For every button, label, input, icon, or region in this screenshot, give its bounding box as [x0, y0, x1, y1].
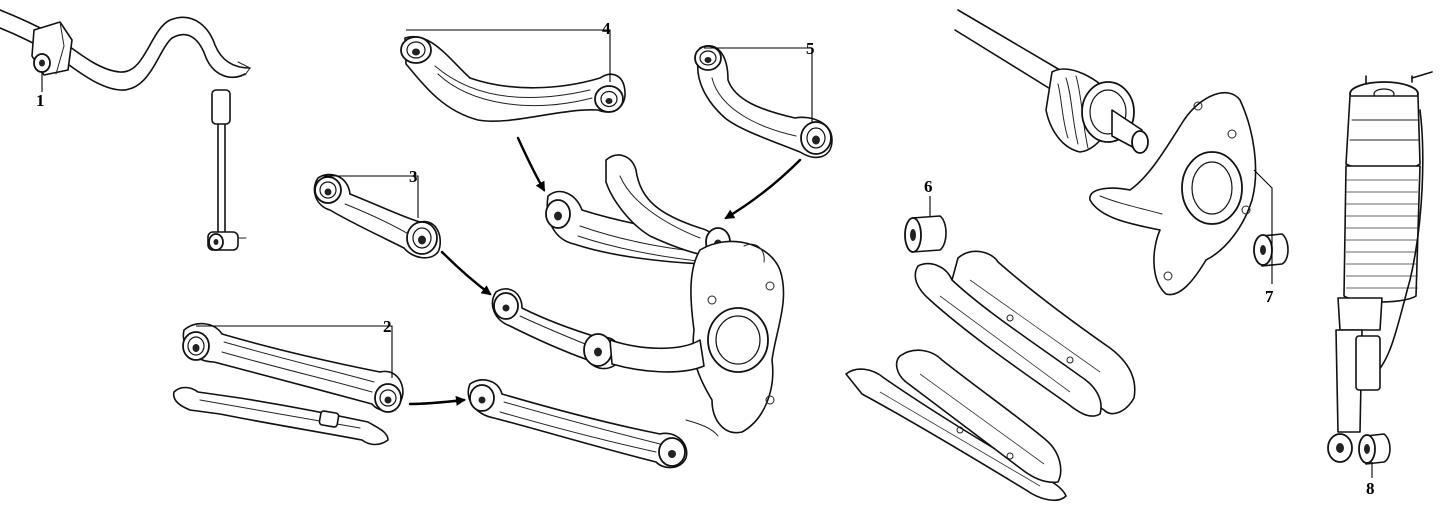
callout-4: 4: [602, 19, 611, 38]
air-suspension-strut: [1327, 71, 1433, 463]
stabilizer-bushing: [31, 21, 73, 76]
drive-shaft: [954, 9, 1149, 154]
assembly-arrows: [408, 136, 802, 406]
stabilizer-link: [207, 89, 247, 251]
bushing-7: [1253, 233, 1289, 267]
callout-2: 2: [383, 317, 392, 336]
bushing-6: [904, 215, 947, 253]
callout-labels: 1 2 3 4 5 6 7 8: [36, 19, 1375, 498]
lower-arm-cover: [172, 386, 389, 446]
lower-control-arm: [182, 322, 404, 413]
callout-1: 1: [36, 91, 45, 110]
upper-control-arm: [400, 35, 626, 123]
callout-5: 5: [806, 39, 815, 58]
callout-8: 8: [1366, 479, 1375, 498]
camber-arm: [694, 45, 833, 159]
bushing-8: [1358, 433, 1391, 465]
leader-lines: [41, 29, 1373, 478]
wheel-carrier: [1089, 91, 1257, 296]
subframe-cover-lower: [845, 349, 1067, 502]
assembled-rear-axle: [467, 154, 785, 469]
subframe-cover-upper: [914, 250, 1136, 417]
callout-6: 6: [924, 177, 933, 196]
callout-3: 3: [409, 167, 418, 186]
toe-control-arm: [313, 173, 442, 259]
callout-7: 7: [1265, 287, 1274, 306]
